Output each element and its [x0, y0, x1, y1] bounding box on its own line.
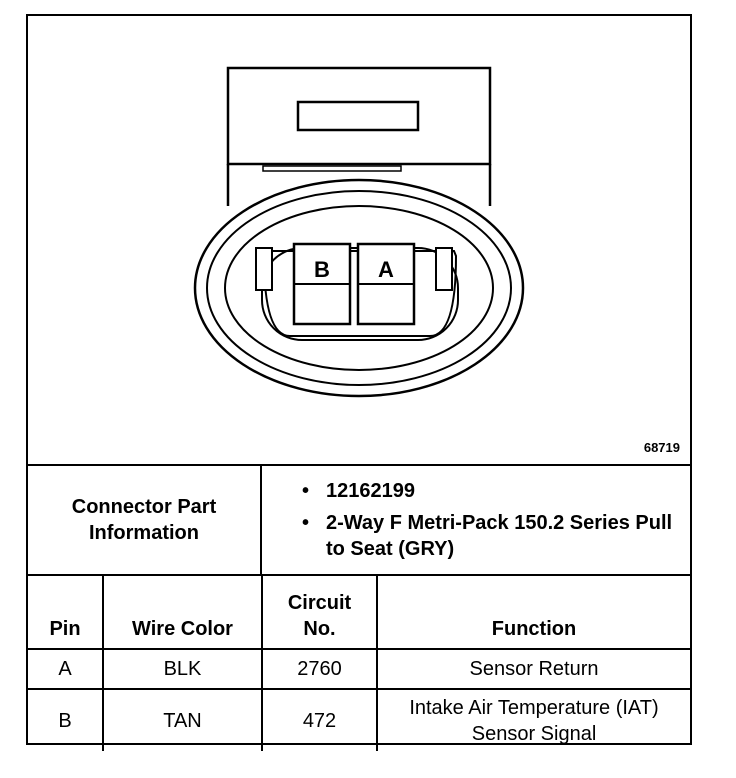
connector-part-information: Connector Part Information • 12162199 • … — [28, 466, 690, 574]
connector-description: 2-Way F Metri-Pack 150.2 Series Pull to … — [326, 512, 673, 560]
figure-number: 68719 — [643, 440, 680, 455]
bullet-icon: • — [302, 512, 310, 534]
pin-table: Pin Wire Color Circuit No. Function A BL… — [28, 576, 690, 751]
connector-drawing: B A — [193, 66, 525, 398]
circuit-no-cell: 472 — [261, 688, 378, 751]
left-guide — [255, 247, 273, 291]
connector-info-list: • 12162199 • 2-Way F Metri-Pack 150.2 Se… — [262, 478, 682, 568]
table-row: B TAN 472 Intake Air Temperature (IAT) S… — [28, 688, 690, 751]
connector-diagram: B A 68719 — [28, 16, 690, 464]
header-circuit-no: Circuit No. — [261, 576, 378, 650]
divider — [28, 574, 690, 576]
connector-info-label-cell: Connector Part Information — [28, 466, 262, 574]
header-function: Function — [376, 576, 690, 650]
pin-cell: A — [28, 648, 104, 690]
connector-sheet: B A 68719 Connector Part Information • 1… — [26, 14, 692, 751]
function-cell: Intake Air Temperature (IAT) Sensor Sign… — [376, 688, 690, 751]
divider — [28, 464, 690, 466]
connector-body-inner — [224, 205, 494, 371]
latch-notch — [262, 165, 402, 172]
list-item: • 2-Way F Metri-Pack 150.2 Series Pull t… — [262, 510, 682, 562]
pin-cell: B — [28, 688, 104, 751]
header-wire-color: Wire Color — [102, 576, 263, 650]
bullet-icon: • — [302, 480, 310, 502]
list-item: • 12162199 — [262, 478, 682, 504]
wire-color-cell: TAN — [102, 688, 263, 751]
function-cell: Sensor Return — [376, 648, 690, 690]
connector-body-rim — [206, 190, 512, 386]
right-guide — [435, 247, 453, 291]
lock-tab — [296, 100, 420, 132]
table-row: A BLK 2760 Sensor Return — [28, 648, 690, 690]
circuit-no-cell: 2760 — [261, 648, 378, 690]
table-header-row: Pin Wire Color Circuit No. Function — [28, 576, 690, 650]
connector-info-label: Connector Part Information — [71, 496, 217, 544]
wire-color-cell: BLK — [102, 648, 263, 690]
header-pin: Pin — [28, 576, 104, 650]
part-number: 12162199 — [326, 480, 415, 502]
pin-a-label: A — [378, 257, 394, 282]
function-text: Intake Air Temperature (IAT) Sensor Sign… — [409, 696, 659, 745]
pin-b-label: B — [314, 257, 330, 282]
